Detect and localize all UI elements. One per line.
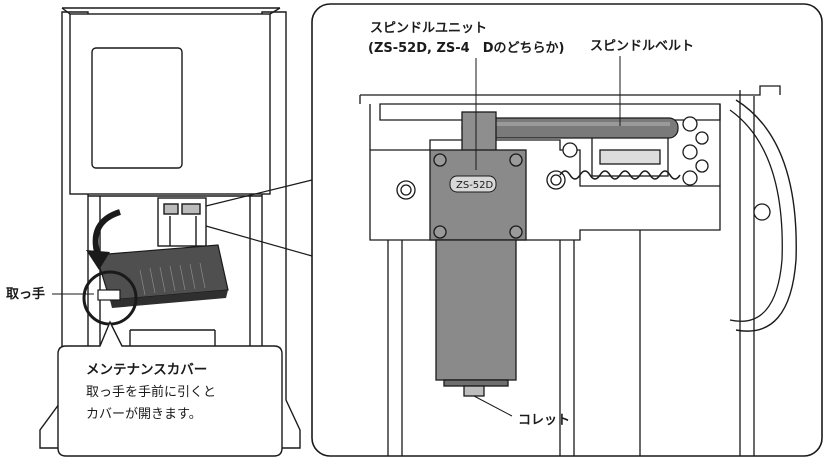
machine-window <box>91 47 183 169</box>
maintenance-callout: メンテナンスカバー 取っ手を手前に引くと カバーが開きます。 <box>57 320 283 457</box>
machine-overview <box>39 7 301 449</box>
svg-text:ZS-52D: ZS-52D <box>456 180 494 191</box>
zoom-connector <box>205 179 313 257</box>
callout-line-1: 取っ手を手前に引くと <box>86 384 216 400</box>
spindle-model-tag: ZS-52D <box>449 175 497 193</box>
open-direction-arrow-icon <box>86 209 122 270</box>
spindle-body <box>435 239 517 381</box>
spindle-unit <box>429 111 527 397</box>
spindle-head <box>429 149 527 241</box>
spindle-belt <box>461 117 679 139</box>
tension-spring <box>559 170 681 180</box>
callout-line-2: カバーが開きます。 <box>86 407 202 422</box>
callout-title: メンテナンスカバー <box>86 362 207 378</box>
spindle-unit-models-label: (ZS-52D, ZS-4 Dのどちらか) <box>368 41 564 56</box>
collet-leader <box>473 395 513 417</box>
maintenance-cover <box>95 244 229 308</box>
spindle-belt-label: スピンドルベルト <box>590 39 694 54</box>
handle-label: 取っ手 <box>6 286 45 302</box>
spindle-unit-label: スピンドルユニット <box>370 21 487 36</box>
collet-label: コレット <box>518 413 570 428</box>
